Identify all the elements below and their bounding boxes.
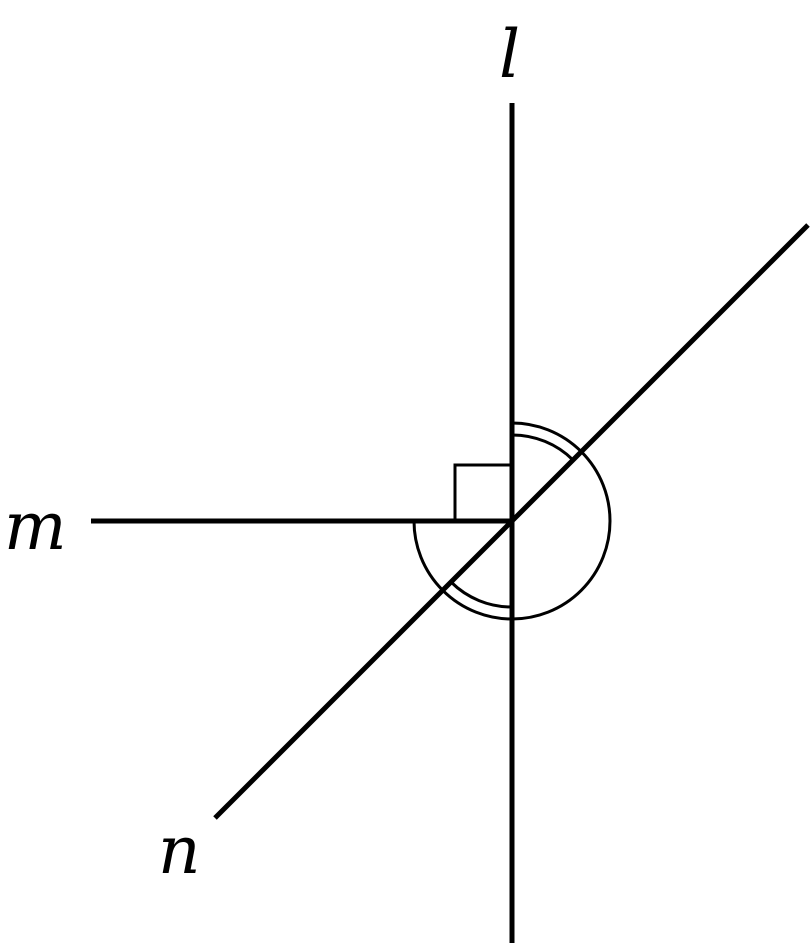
line-n [213, 223, 810, 820]
angle-arc-lower [449, 580, 513, 609]
label-n: n [158, 812, 201, 889]
label-m: m [4, 488, 67, 565]
angle-arc-upper [511, 433, 575, 462]
reflex-angle-arc [412, 421, 612, 621]
right-angle-marker [453, 463, 512, 521]
label-l: l [499, 16, 520, 93]
